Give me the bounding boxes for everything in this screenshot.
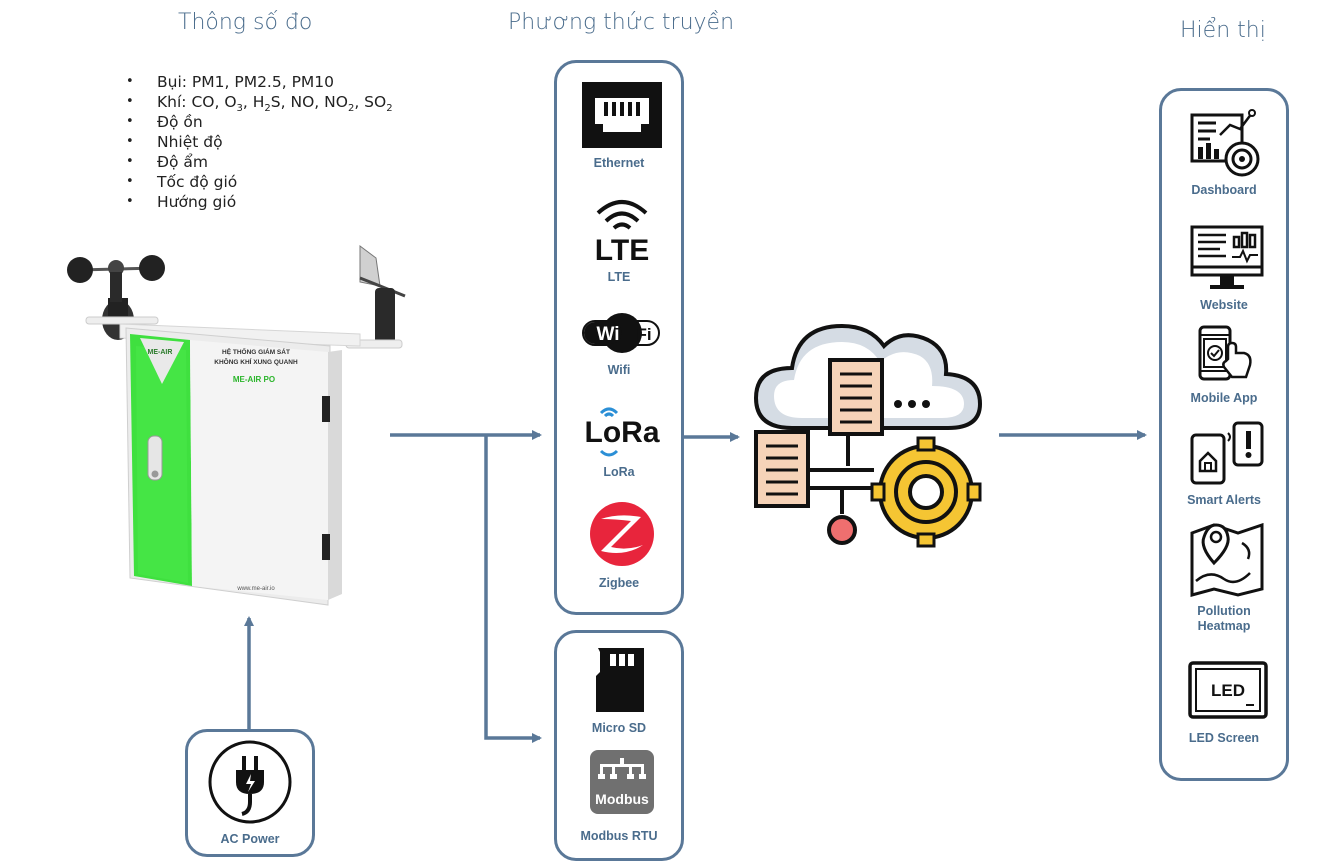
led-screen-label: LED Screen: [1188, 731, 1260, 745]
svg-text:Modbus: Modbus: [595, 791, 649, 807]
zigbee-label: Zigbee: [598, 576, 640, 590]
smart-alerts-icon: [1190, 421, 1264, 485]
power-plug-icon: [208, 740, 292, 824]
svg-text:LTE: LTE: [595, 234, 649, 263]
lora-icon: LoRa: [585, 407, 660, 457]
transmission-box: Ethernet LTE LTE Wi Fi Wifi LoRa LoRa Zi…: [554, 60, 684, 615]
ac-power-box: AC Power: [185, 729, 315, 857]
pollution-heatmap-icon: [1190, 523, 1264, 597]
svg-text:www.me-air.io: www.me-air.io: [236, 586, 275, 592]
display-heading: Hiển thị: [1180, 18, 1266, 43]
param-wind-speed: Tốc độ gió: [126, 172, 393, 192]
svg-text:Fi: Fi: [636, 325, 651, 344]
website-monitor-icon: [1190, 225, 1264, 289]
mobile-app-label: Mobile App: [1190, 391, 1258, 405]
modbus-label: Modbus RTU: [580, 829, 658, 843]
parameter-list: Bụi: PM1, PM2.5, PM10 Khí: CO, O3, H2S, …: [126, 72, 393, 212]
dashboard-icon: [1190, 109, 1260, 177]
param-wind-direction: Hướng gió: [126, 192, 393, 212]
led-screen-icon: LED: [1188, 661, 1268, 719]
svg-text:Wi: Wi: [596, 324, 619, 345]
lte-label: LTE: [607, 270, 631, 284]
wifi-label: Wifi: [607, 363, 631, 377]
dashboard-label: Dashboard: [1191, 183, 1257, 197]
ethernet-label: Ethernet: [593, 156, 645, 170]
cloud-server-icon: [753, 323, 983, 548]
svg-text:ME-AIR PO: ME-AIR PO: [233, 375, 275, 384]
wifi-icon: Wi Fi: [582, 313, 660, 353]
smart-alerts-label: Smart Alerts: [1187, 493, 1261, 507]
heatmap-label-line1: Pollution: [1197, 604, 1251, 618]
svg-text:ME-AIR: ME-AIR: [148, 349, 173, 356]
zigbee-icon: [590, 502, 654, 566]
document-left-icon: [754, 430, 810, 508]
svg-text:HỆ THỐNG GIÁM SÁT: HỆ THỐNG GIÁM SÁT: [222, 346, 290, 356]
transmission-heading: Phương thức truyền: [508, 10, 735, 35]
micro-sd-label: Micro SD: [591, 721, 647, 735]
param-humidity: Độ ẩm: [126, 152, 393, 172]
wind-vane-icon: [345, 245, 406, 349]
mobile-app-icon: [1198, 325, 1252, 381]
heatmap-label-line2: Heatmap: [1197, 619, 1251, 633]
anemometer-icon: [67, 255, 165, 340]
svg-text:KHÔNG KHÍ XUNG QUANH: KHÔNG KHÍ XUNG QUANH: [214, 357, 298, 366]
storage-box: Micro SD Modbus Modbus RTU: [554, 630, 684, 861]
svg-text:LED: LED: [1211, 681, 1245, 700]
lte-icon: LTE: [595, 200, 649, 263]
gear-icon: [870, 436, 982, 548]
air-monitor-device: ME-AIR HỆ THỐNG GIÁM SÁT KHÔNG KHÍ XUNG …: [67, 245, 406, 606]
document-top-icon: [828, 358, 884, 436]
param-gas: Khí: CO, O3, H2S, NO, NO2, SO2: [126, 92, 393, 114]
website-label: Website: [1200, 298, 1248, 312]
display-box: Dashboard Website Mobile App Smart Alert…: [1159, 88, 1289, 781]
svg-text:LoRa: LoRa: [585, 416, 660, 449]
ethernet-icon: [582, 82, 662, 148]
arrow-device-to-storage: [484, 435, 542, 743]
lora-label: LoRa: [603, 465, 635, 479]
micro-sd-icon: [596, 648, 644, 712]
ac-power-label: AC Power: [220, 832, 280, 846]
params-heading: Thông số đo: [178, 10, 313, 35]
param-dust: Bụi: PM1, PM2.5, PM10: [126, 72, 393, 92]
param-temperature: Nhiệt độ: [126, 132, 393, 152]
param-noise: Độ ồn: [126, 112, 393, 132]
modbus-icon: Modbus: [590, 750, 654, 814]
